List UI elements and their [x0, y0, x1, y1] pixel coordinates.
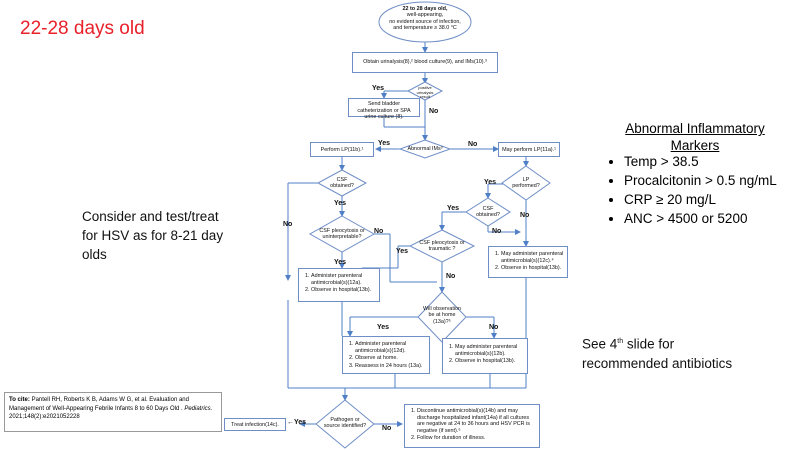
yes-label: Yes [377, 324, 390, 331]
send-bladder-box: Send bladder catheterization or SPA urin… [348, 98, 420, 120]
decision-csf-obtained-right [465, 197, 511, 227]
marker-item: Temp > 38.5 [624, 152, 800, 171]
treat-infection-box: Treat infection(14c). [224, 418, 286, 431]
may-admin-hosp-item-2: Observe in hospital(13b). [455, 358, 524, 365]
start-oval [378, 1, 472, 43]
yes-label: Yes [378, 140, 391, 147]
marker-item: ANC > 4500 or 5200 [624, 209, 800, 228]
consider-hsv-text: Consider and test/treat for HSV as for 8… [82, 209, 224, 262]
start-line-3: no evident source of infection, [389, 18, 461, 25]
discontinue-box: Discontinue antimicrobial(s)(14b) and ma… [404, 404, 540, 448]
see-slide-sup: th [617, 338, 624, 345]
yes-label: Yes [334, 259, 347, 266]
administer-home-box: Administer parenteral antimicrobial(s)(1… [342, 336, 430, 374]
may-admin-right-item-1: May administer parenteral antimicrobial(… [501, 251, 564, 264]
no-label: No [520, 212, 530, 219]
perform-lp-box: Perform LP(11b).¹ [310, 142, 374, 157]
citation-journal: Pediatrics. [184, 405, 213, 412]
pathogen-label: Pathogen or source identified? [323, 417, 367, 430]
decision-positive-ua [406, 81, 444, 101]
no-label: No [468, 141, 478, 148]
may-admin-hosp-item-1: May administer parenteral antimicrobial(… [455, 344, 524, 357]
yes-left-label: ←Yes [287, 419, 307, 426]
yes-label: Yes [334, 200, 347, 207]
no-label: No [283, 221, 293, 228]
csf-obtained-left-label: CSF obtained? [330, 177, 354, 190]
csf-obtained-right-label: CSF obtained? [476, 206, 500, 219]
no-label: No [429, 108, 439, 115]
obtain-tests-box: Obtain urinalysis(8),² blood culture(9),… [352, 52, 498, 73]
markers-title: Abnormal Inflammatory Markers [625, 121, 765, 153]
yes-label: Yes [372, 85, 385, 92]
decision-csf-pleocytosis-left [308, 215, 376, 253]
see-slide-pre: See 4 [582, 336, 618, 352]
marker-item: CRP ≥ 20 mg/L [624, 190, 800, 209]
may-administer-right-box: May administer parenteral antimicrobial(… [488, 246, 568, 278]
citation-authors: Pantell RH, Roberts K B, Adams W G, et a… [9, 397, 189, 412]
no-label: No [374, 228, 384, 235]
admin-left-item-2: Observe in hospital(13b). [311, 287, 376, 294]
citation-box: To cite: Pantell RH, Roberts K B, Adams … [4, 392, 222, 432]
start-line-4: and temperature ≥ 38.0 °C [393, 25, 457, 32]
discontinue-item-2: Follow for duration of illness. [417, 435, 536, 442]
decision-csf-pleocytosis-mid [408, 229, 476, 263]
admin-left-item-1: Administer parenteral antimicrobial(s)(1… [311, 273, 376, 286]
admin-home-item-3: Reassess in 24 hours (13a). [355, 363, 426, 370]
citation-label: To cite: [9, 397, 30, 403]
csf-pleocytosis-left-label: CSF pleocytosis or uninterpretable? [319, 228, 365, 241]
decision-lp-performed [501, 165, 551, 201]
discontinue-item-1: Discontinue antimicrobial(s)(14b) and ma… [417, 408, 536, 434]
see-slide-post: slide for recommended antibiotics [582, 336, 733, 371]
marker-item: Procalcitonin > 0.5 ng/mL [624, 171, 800, 190]
admin-home-item-1: Administer parenteral antimicrobial(s)(1… [355, 341, 426, 354]
will-observation-label: Will observation be at home (13a)?⁵ [422, 306, 462, 325]
see-slide-text: See 4th slide for recommended antibiotic… [582, 332, 762, 373]
yes-label: Yes [484, 179, 497, 186]
start-line-1: 22 to 28 days old, [402, 6, 448, 12]
may-administer-hospital-box: May administer parenteral antimicrobial(… [442, 338, 528, 374]
yes-label: Yes [396, 248, 409, 255]
page-title: 22-28 days old [20, 18, 145, 39]
start-line-2: well-appearing, [406, 12, 444, 19]
may-perform-lp-box: May perform LP(11a).¹ [498, 142, 560, 157]
no-label: No [492, 228, 502, 235]
decision-csf-obtained-left [316, 169, 368, 197]
start-oval-text: 22 to 28 days old, well-appearing, no ev… [385, 6, 465, 32]
citation-tail: 2021;148(2):e2021052228 [9, 414, 80, 420]
yes-label: Yes [447, 205, 460, 212]
positive-ua-label: positive urinalysis result [416, 85, 434, 100]
may-admin-right-item-2: Observe in hospital(13b). [501, 265, 564, 272]
no-label: No [489, 324, 499, 331]
lp-performed-label: LP performed? [512, 177, 540, 190]
no-label: No [446, 273, 456, 280]
decision-pathogen [315, 399, 375, 449]
administer-antimicrobial-box: Administer parenteral antimicrobial(s)(1… [298, 268, 380, 302]
csf-pleocytosis-mid-label: CSF pleocytosis or traumatic ? [419, 240, 465, 253]
decision-abnormal-ims [398, 139, 452, 159]
admin-home-item-2: Observe at home. [355, 355, 426, 362]
no-label: No [382, 425, 392, 432]
abnormal-ims-label: Abnormal IMs³ [407, 146, 443, 152]
markers-list: Temp > 38.5 Procalcitonin > 0.5 ng/mL CR… [608, 152, 800, 228]
